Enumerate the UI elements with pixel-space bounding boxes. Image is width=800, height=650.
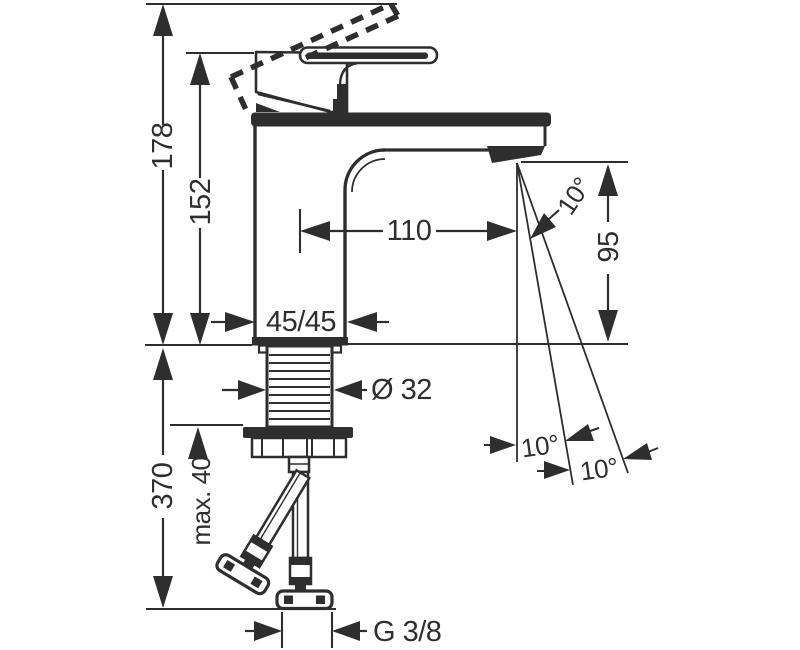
arrowhead — [565, 424, 594, 441]
arrowhead — [490, 436, 516, 454]
arrowhead — [300, 221, 330, 241]
mounting-washer — [243, 427, 353, 438]
arrowhead — [598, 310, 618, 342]
handle-foot-right — [333, 99, 347, 113]
dim-shank-diameter-label: Ø 32 — [371, 374, 432, 406]
mounting-nut — [250, 436, 348, 459]
dim-spout-reach-label: 110 — [387, 215, 432, 247]
arrowhead — [598, 164, 618, 196]
hose-connector-band — [290, 558, 311, 565]
arrowhead — [238, 380, 266, 400]
dim-hose-length-label: 370 — [147, 463, 179, 510]
hose-connector-band — [241, 550, 263, 567]
fitting-hole — [223, 560, 236, 572]
body-base-band — [252, 337, 348, 346]
fitting-hole — [250, 576, 263, 589]
dim-spout-height-label: 95 — [593, 231, 625, 262]
arrowhead — [153, 313, 173, 345]
dashed-lever-top — [229, 1, 393, 80]
dim-body-section-label: 45/45 — [266, 306, 336, 338]
fitting-neck — [242, 558, 256, 570]
supply-hose-angled — [215, 468, 312, 596]
reference-lines — [145, 2, 629, 648]
arrowhead — [225, 312, 255, 332]
undermount-assembly — [215, 344, 353, 611]
dimension-95: 95 — [593, 164, 625, 342]
dim-max-counter-label: max. 40 — [186, 456, 216, 545]
arrowhead — [332, 621, 360, 641]
arrowhead — [254, 621, 282, 641]
handle-foot-left — [256, 103, 280, 112]
dimension-g38: G 3/8 — [245, 616, 442, 648]
arrowhead — [544, 461, 570, 479]
dimension-370: 370 — [147, 348, 179, 608]
dashed-lever-back — [228, 75, 250, 114]
dashed-lever-bottom — [301, 13, 400, 62]
arrowhead — [334, 380, 362, 400]
arrowhead — [188, 427, 208, 459]
dimension-angle-hose-right: 10° — [537, 443, 659, 487]
hose-connector-band — [290, 577, 311, 584]
dimension-angle-spout: 10° — [530, 172, 597, 239]
dim-angle-hose-right-label: 10° — [578, 452, 620, 487]
spray-line-20deg — [516, 162, 629, 474]
fitting-hole — [284, 595, 293, 604]
arrowhead — [153, 348, 173, 380]
dimension-110: 110 — [300, 215, 517, 247]
spout-inner-curve — [351, 158, 386, 193]
spray-line-10deg — [516, 162, 574, 486]
arrowhead — [623, 443, 652, 460]
arrowhead — [347, 312, 377, 332]
arrowhead — [487, 221, 517, 241]
dimension-diameter-32: Ø 32 — [222, 374, 432, 406]
fitting-neck — [295, 584, 306, 591]
dimension-152: 152 — [185, 53, 217, 345]
dim-angle-spout-label: 10° — [551, 172, 597, 220]
handle-base-diagonal — [257, 92, 331, 113]
fitting-hole — [316, 595, 325, 604]
spout-underside-curve — [343, 148, 386, 191]
arrowhead — [153, 4, 173, 36]
dimension-max40: max. 40 — [186, 427, 216, 546]
hose-tube-inner — [259, 472, 301, 540]
arrowhead — [153, 576, 173, 608]
dimension-45-45: 45/45 — [211, 306, 389, 338]
arrowhead — [190, 313, 210, 345]
handle-front-face — [337, 84, 347, 101]
dim-body-height-label: 152 — [185, 179, 217, 226]
aerator-outlet — [487, 146, 545, 163]
faucet-handle-lever — [254, 46, 439, 114]
dimension-178: 178 — [147, 4, 179, 345]
arrowhead — [530, 213, 556, 239]
dim-total-height-label: 178 — [147, 123, 179, 170]
arrowhead — [190, 53, 210, 85]
mounting-nut-facets — [261, 438, 335, 457]
spout-top-plate — [251, 112, 551, 127]
handle-grip-stripe — [306, 52, 428, 59]
shank-threads — [269, 354, 330, 420]
dim-connection-thread-label: G 3/8 — [373, 616, 441, 648]
dim-angle-hose-left-label: 10° — [519, 429, 561, 464]
dimension-angle-hose-left: 10° — [484, 424, 600, 464]
handle-raised-dashed-outline — [228, 1, 401, 114]
hose-connector-band — [250, 535, 272, 553]
